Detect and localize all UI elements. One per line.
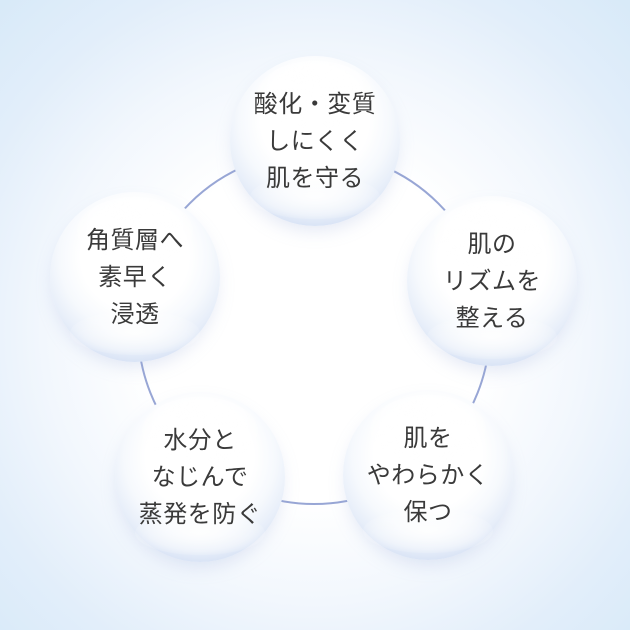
bubble-label: 肌の リズムを 整える	[443, 226, 541, 337]
bubble-skin-softness: 肌を やわらかく 保つ	[343, 390, 513, 560]
bubble-text-line: 酸化・変質	[253, 90, 377, 118]
bubble-text-line: 角質層へ	[86, 226, 184, 254]
bubble-text-line: 素早く	[98, 263, 172, 291]
bubble-text-line: なじんで	[151, 463, 249, 491]
bubble-text-line: 浸透	[110, 300, 160, 328]
bubble-text-line: やわらかく	[366, 461, 490, 489]
bubble-moisture-evaporation: 水分と なじんで 蒸発を防ぐ	[115, 392, 285, 562]
bubble-label: 酸化・変質 しにくく 肌を守る	[254, 86, 377, 197]
bubble-oxidation-protection: 酸化・変質 しにくく 肌を守る	[230, 56, 400, 226]
bubble-text-line: 肌の	[467, 230, 517, 258]
bubble-text-line: リズムを	[443, 267, 541, 295]
bubble-skin-rhythm: 肌の リズムを 整える	[407, 196, 577, 366]
bubble-text-line: 肌を守る	[266, 164, 364, 192]
bubble-text-line: 肌を	[403, 424, 453, 452]
bubble-text-line: しにくく	[266, 127, 364, 155]
bubble-label: 角質層へ 素早く 浸透	[86, 222, 184, 333]
bubble-label: 肌を やわらかく 保つ	[367, 420, 490, 531]
bubble-text-line: 保つ	[403, 498, 453, 526]
bubble-text-line: 整える	[455, 304, 529, 332]
bubble-text-line: 蒸発を防ぐ	[138, 500, 262, 528]
bubble-text-line: 水分と	[163, 426, 237, 454]
bubble-label: 水分と なじんで 蒸発を防ぐ	[139, 422, 262, 533]
bubble-fast-penetration: 角質層へ 素早く 浸透	[50, 192, 220, 362]
